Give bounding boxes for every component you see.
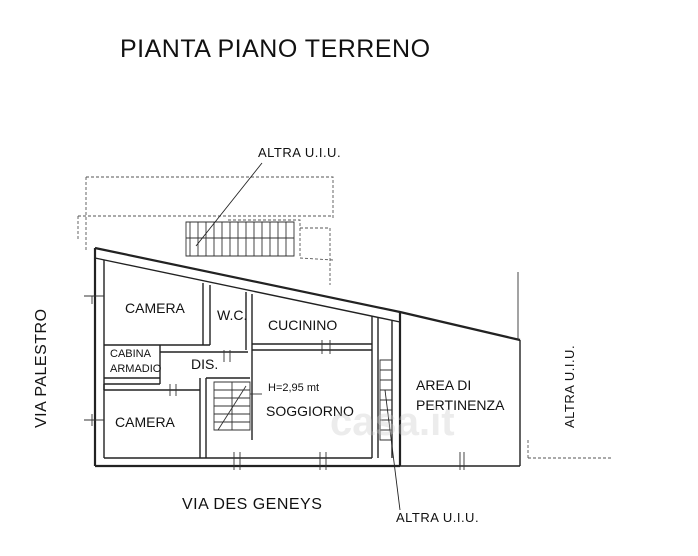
room-wc: W.C. bbox=[217, 307, 247, 323]
room-camera-bottom: CAMERA bbox=[115, 414, 176, 430]
plan-title: PIANTA PIANO TERRENO bbox=[120, 35, 431, 63]
other-unit-outline bbox=[77, 176, 334, 285]
leader-altra-top bbox=[195, 162, 263, 247]
label-altra-uiu-bottom: ALTRA U.I.U. bbox=[396, 510, 479, 525]
room-cabina-1: CABINA bbox=[110, 348, 152, 360]
room-area-2: PERTINENZA bbox=[416, 397, 505, 413]
label-altra-uiu-top: ALTRA U.I.U. bbox=[258, 145, 341, 160]
opening-marks bbox=[84, 295, 465, 470]
room-cabina-2: ARMADIO bbox=[110, 363, 162, 375]
room-soggiorno: SOGGIORNO bbox=[266, 403, 354, 419]
room-area-1: AREA DI bbox=[416, 377, 471, 393]
watermark: casa.it bbox=[330, 400, 455, 444]
room-height: H=2,95 mt bbox=[268, 382, 319, 394]
room-cucinino: CUCININO bbox=[268, 317, 337, 333]
lower-staircase bbox=[213, 381, 251, 431]
upper-staircase bbox=[185, 221, 295, 257]
label-via-palestro: VIA PALESTRO bbox=[33, 308, 50, 428]
room-camera-top: CAMERA bbox=[125, 300, 186, 316]
room-dis: DIS. bbox=[191, 356, 218, 372]
label-via-des-geneys: VIA DES GENEYS bbox=[182, 496, 322, 513]
leader-altra-bottom bbox=[384, 389, 401, 511]
building-walls bbox=[93, 246, 521, 468]
label-altra-uiu-right: ALTRA U.I.U. bbox=[562, 345, 577, 428]
